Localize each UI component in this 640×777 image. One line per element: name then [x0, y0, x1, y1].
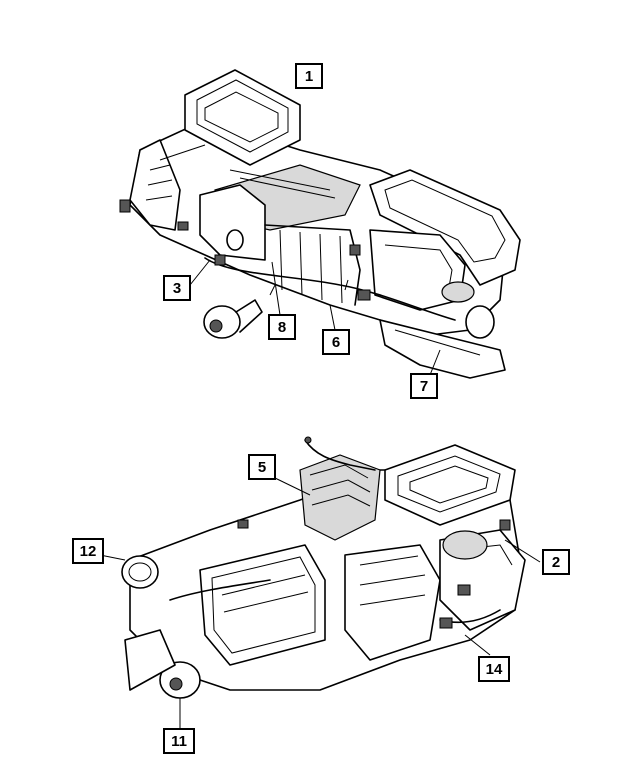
callout-12: 12 — [72, 538, 104, 564]
callout-14: 14 — [478, 656, 510, 682]
callout-6: 6 — [322, 329, 350, 355]
callout-2: 2 — [542, 549, 570, 575]
callout-3: 3 — [163, 275, 191, 301]
upper-hvac-housing — [119, 69, 521, 379]
callout-1: 1 — [295, 63, 323, 89]
lower-leader-lines — [99, 477, 541, 730]
callout-11: 11 — [163, 728, 195, 754]
callout-7: 7 — [410, 373, 438, 399]
upper-leader-lines — [189, 259, 441, 376]
callout-5: 5 — [248, 454, 276, 480]
callout-8: 8 — [268, 314, 296, 340]
lower-hvac-housing — [121, 436, 526, 699]
